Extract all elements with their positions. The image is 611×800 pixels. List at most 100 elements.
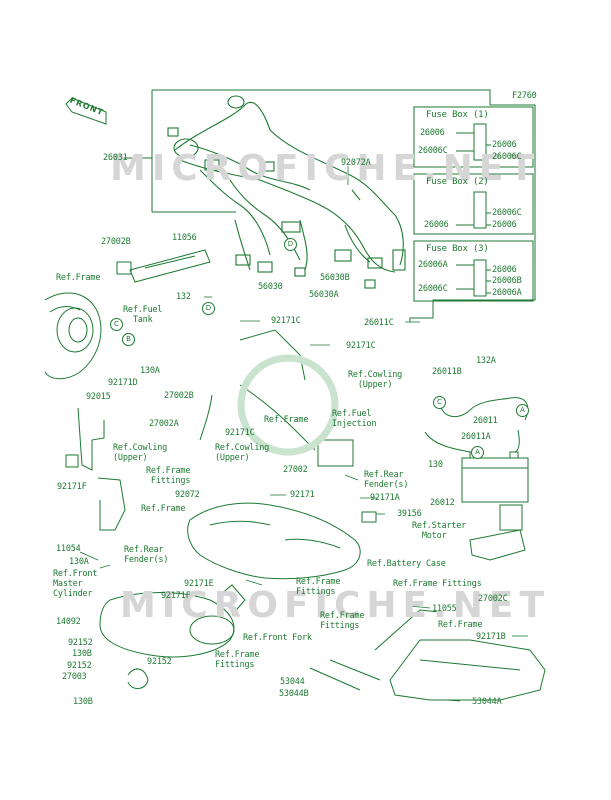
ref-label: Ref.Rear Fender(s) [364,470,409,490]
fuse-code: 26006 [492,220,517,230]
ref-label: Ref.Fuel Tank [123,305,163,325]
part-label: 26011 [473,416,498,426]
part-label: 92152 [147,657,172,667]
fuse-code: 26006A [418,260,448,270]
part-label: 11055 [432,604,457,614]
watermark-text: MICROFICHE.NET [110,148,541,189]
ref-label: Ref.Frame Fittings [146,466,191,486]
watermark-logo [237,354,339,456]
part-label: 130 [428,460,443,470]
part-label: 27002B [164,391,194,401]
part-label: 27002B [101,237,131,247]
part-label: 11056 [172,233,197,243]
part-label: 92152 [67,661,92,671]
front-arrow-icon [65,97,107,125]
ref-label: Ref.Frame Fittings [215,650,260,670]
part-label: 132A [476,356,496,366]
part-label: 53044 [280,677,305,687]
part-label: 27003 [62,672,87,682]
harness-callout-frame [152,89,536,322]
ref-label: Ref.Frame [264,415,309,425]
part-label: 11054 [56,544,81,554]
part-label: 27002C [478,594,508,604]
part-label: 92171 [290,490,315,500]
part-label: 26012 [430,498,455,508]
fuse-code: 26006C [418,284,448,294]
part-label: 92171B [476,632,506,642]
part-label: 92072A [341,158,371,168]
part-label: 92015 [86,392,111,402]
main-harness-drawing [167,95,406,289]
part-label: 92171F [161,591,191,601]
ref-label: Ref.Frame Fittings [296,577,341,597]
fuse-box-3-title: Fuse Box (3) [426,244,489,254]
cowling-center-drawing [199,329,316,451]
part-label: 14092 [56,617,81,627]
ref-label: Ref.Frame Fittings [393,579,482,589]
part-label: 56030A [309,290,339,300]
connector-d-marker: D [284,238,297,251]
connector-c-marker: C [433,396,446,409]
fuse-code: 26006 [492,140,517,150]
ref-label: Ref.Front Fork [243,633,312,643]
part-label: 92171D [108,378,138,388]
fuse-box-2-title: Fuse Box (2) [426,177,489,187]
part-label: 92171C [346,341,376,351]
part-label: 92072 [175,490,200,500]
part-label: 92171E [184,579,214,589]
fuse-code: 26006 [424,220,449,230]
ref-label: Ref.Frame [141,504,186,514]
part-label: 27002 [283,465,308,475]
diagram-code: F2760 [512,91,537,101]
front-fork-drawing [99,584,246,689]
part-label: 132 [176,292,191,302]
rear-fender-drawing [187,439,377,580]
ref-label: Ref.Fuel Injection [332,409,377,429]
part-label: 92171C [271,316,301,326]
part-label: 92171A [370,493,400,503]
part-label: 92171C [225,428,255,438]
part-label: 26011C [364,318,394,328]
part-label: 130A [140,366,160,376]
ref-label: Ref.Rear Fender(s) [124,545,169,565]
part-label: 53044B [279,689,309,699]
fuse-code: 26006C [492,208,522,218]
fuse-code: 26006B [492,276,522,286]
part-label: 92152 [68,638,93,648]
ref-label: Ref.Front Master Cylinder [53,569,98,599]
connector-a-marker: A [471,446,484,459]
fuse-code: 26006 [420,128,445,138]
part-label: 39156 [397,509,422,519]
part-label: 26031 [103,153,128,163]
connector-c-marker: C [110,318,123,331]
part-label: 53044A [472,697,502,707]
fuse-code: 26006A [492,288,522,298]
part-label: 26011A [461,432,491,442]
part-label: 130A [69,557,89,567]
ref-label: Ref.Cowling (Upper) [113,443,168,463]
ref-label: Ref.Frame [56,273,101,283]
part-label: 130B [72,649,92,659]
part-label: 56030B [320,273,350,283]
ref-label: Ref.Cowling (Upper) [215,443,270,463]
fuse-code: 26006C [418,146,448,156]
ref-label: Ref.Frame Fittings [320,611,365,631]
fuse-box-1-frame [413,106,534,168]
connector-b-marker: B [122,333,135,346]
fuse-box-3-frame [413,240,534,302]
fuse-code: 26006 [492,265,517,275]
battery-cable-drawing [439,397,529,421]
part-label: 130B [73,697,93,707]
rear-frame-drawing [309,609,546,701]
fuse-code: 26006C [492,152,522,162]
watermark-text: MICROFICHE.NET [120,585,551,626]
fuse-box-1-title: Fuse Box (1) [426,110,489,120]
leader-lines [79,157,528,702]
cowling-bracket-drawing [65,407,126,531]
connector-a-marker: A [516,404,529,417]
ref-label: Ref.Starter Motor [412,521,467,541]
part-label: 26011B [432,367,462,377]
ref-label: Ref.Cowling (Upper) [348,370,403,390]
battery-drawing [461,451,529,503]
relay-bracket-drawing [116,249,211,283]
